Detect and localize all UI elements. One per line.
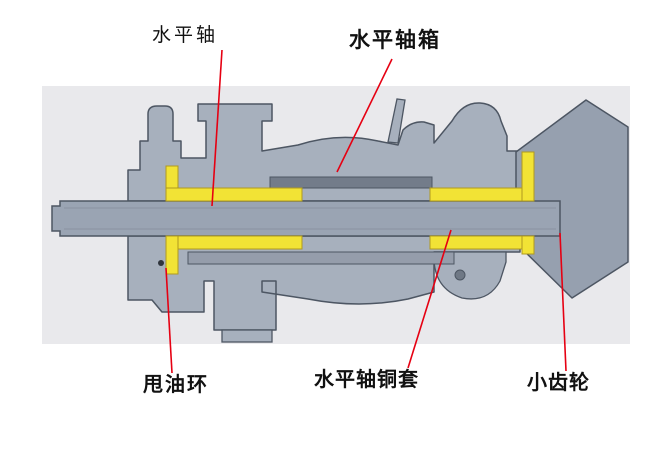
label-horizontal-shaft: 水平轴: [152, 25, 219, 46]
label-oil-slinger-ring: 甩油环: [143, 374, 209, 396]
leader-line-bronze-sleeve: [407, 229, 452, 369]
foot-pad: [221, 329, 273, 343]
shaft: [51, 200, 561, 237]
label-pinion-gear: 小齿轮: [527, 372, 590, 394]
upper-housing: [127, 102, 521, 202]
bracket-hole-icon: [454, 269, 466, 281]
label-horizontal-shaft-housing: 水平轴箱: [349, 29, 441, 52]
label-horizontal-shaft-bronze-sleeve: 水平轴铜套: [314, 369, 419, 391]
bushing-top-right-flange: [521, 151, 535, 202]
bolt-dot-icon: [158, 260, 164, 266]
leader-line-horizontal-shaft: [211, 49, 223, 207]
oil-slinger-flange: [165, 235, 179, 275]
bushing-top-band-left: [165, 187, 303, 202]
bushing-bottom-band-left: [165, 235, 303, 250]
leader-line-housing: [336, 58, 393, 173]
leader-line-pinion: [559, 232, 567, 372]
bushing-top-band-right: [429, 187, 535, 202]
leader-line-oil-slinger: [165, 267, 173, 374]
bushing-bottom-right-flange: [521, 235, 535, 255]
top-pin-icon: [387, 98, 406, 144]
bore-slot-top: [269, 176, 433, 189]
bore-slot-bottom: [187, 251, 455, 265]
